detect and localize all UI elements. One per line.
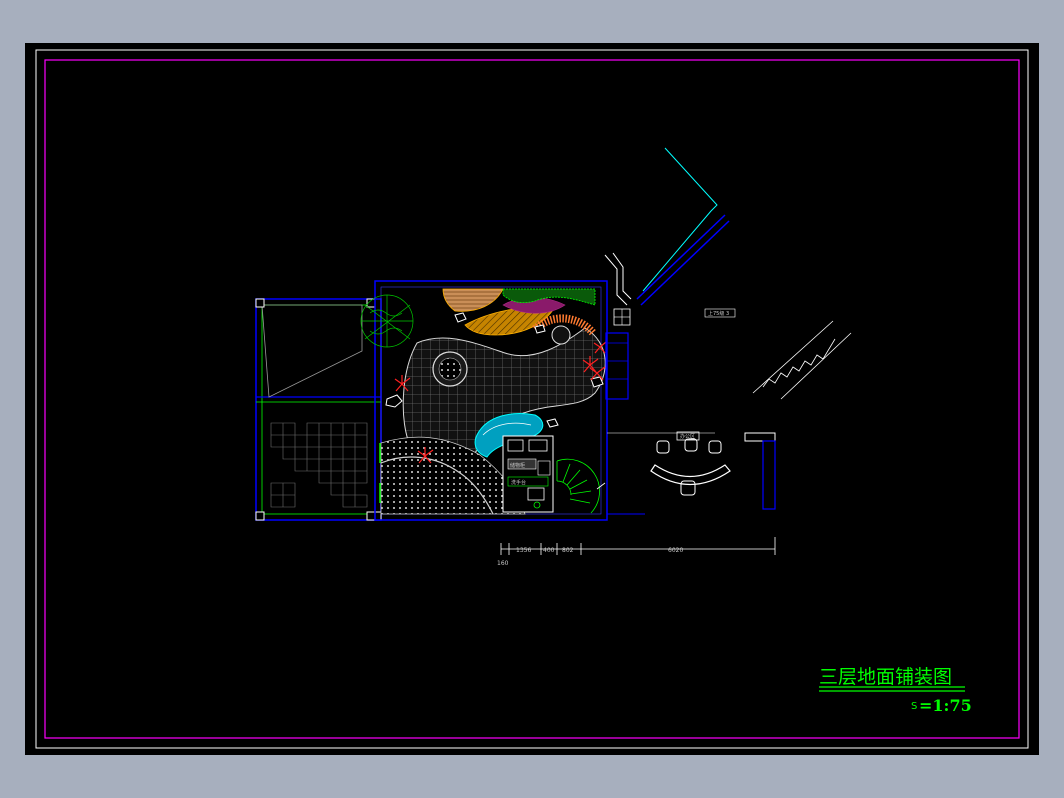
left-room	[255, 298, 382, 521]
title-block: 三层地面铺装图 S =1:75	[819, 666, 972, 715]
garden-area	[360, 280, 608, 521]
dimension-line: 1356 400 802 6020 160	[497, 537, 776, 567]
office-furniture: 办公区	[607, 431, 776, 515]
dim-1356: 1356	[516, 547, 531, 554]
tag-stair: 上75级 3	[708, 310, 729, 317]
tag-box2: 储物柜	[510, 462, 525, 469]
diagonal-walls: 上75级 3	[604, 147, 852, 400]
outer-frame	[35, 49, 1029, 749]
floor-plan-drawing[interactable]: 储物柜 洗手台	[25, 43, 1039, 755]
service-core: 储物柜 洗手台	[502, 435, 554, 513]
drawing-title: 三层地面铺装图	[819, 666, 952, 688]
dim-802: 802	[562, 547, 574, 554]
scale-prefix: S	[911, 701, 917, 712]
cad-viewport[interactable]: 储物柜 洗手台	[25, 43, 1039, 755]
dim-160: 160	[497, 560, 509, 567]
tag-box1: 洗手台	[511, 479, 526, 486]
tag-room: 办公区	[680, 433, 695, 440]
inner-frame	[44, 59, 1020, 739]
drawing-scale: =1:75	[919, 696, 972, 715]
dim-6020: 6020	[668, 547, 683, 554]
dim-400: 400	[543, 547, 555, 554]
spiral-stair	[556, 458, 606, 514]
